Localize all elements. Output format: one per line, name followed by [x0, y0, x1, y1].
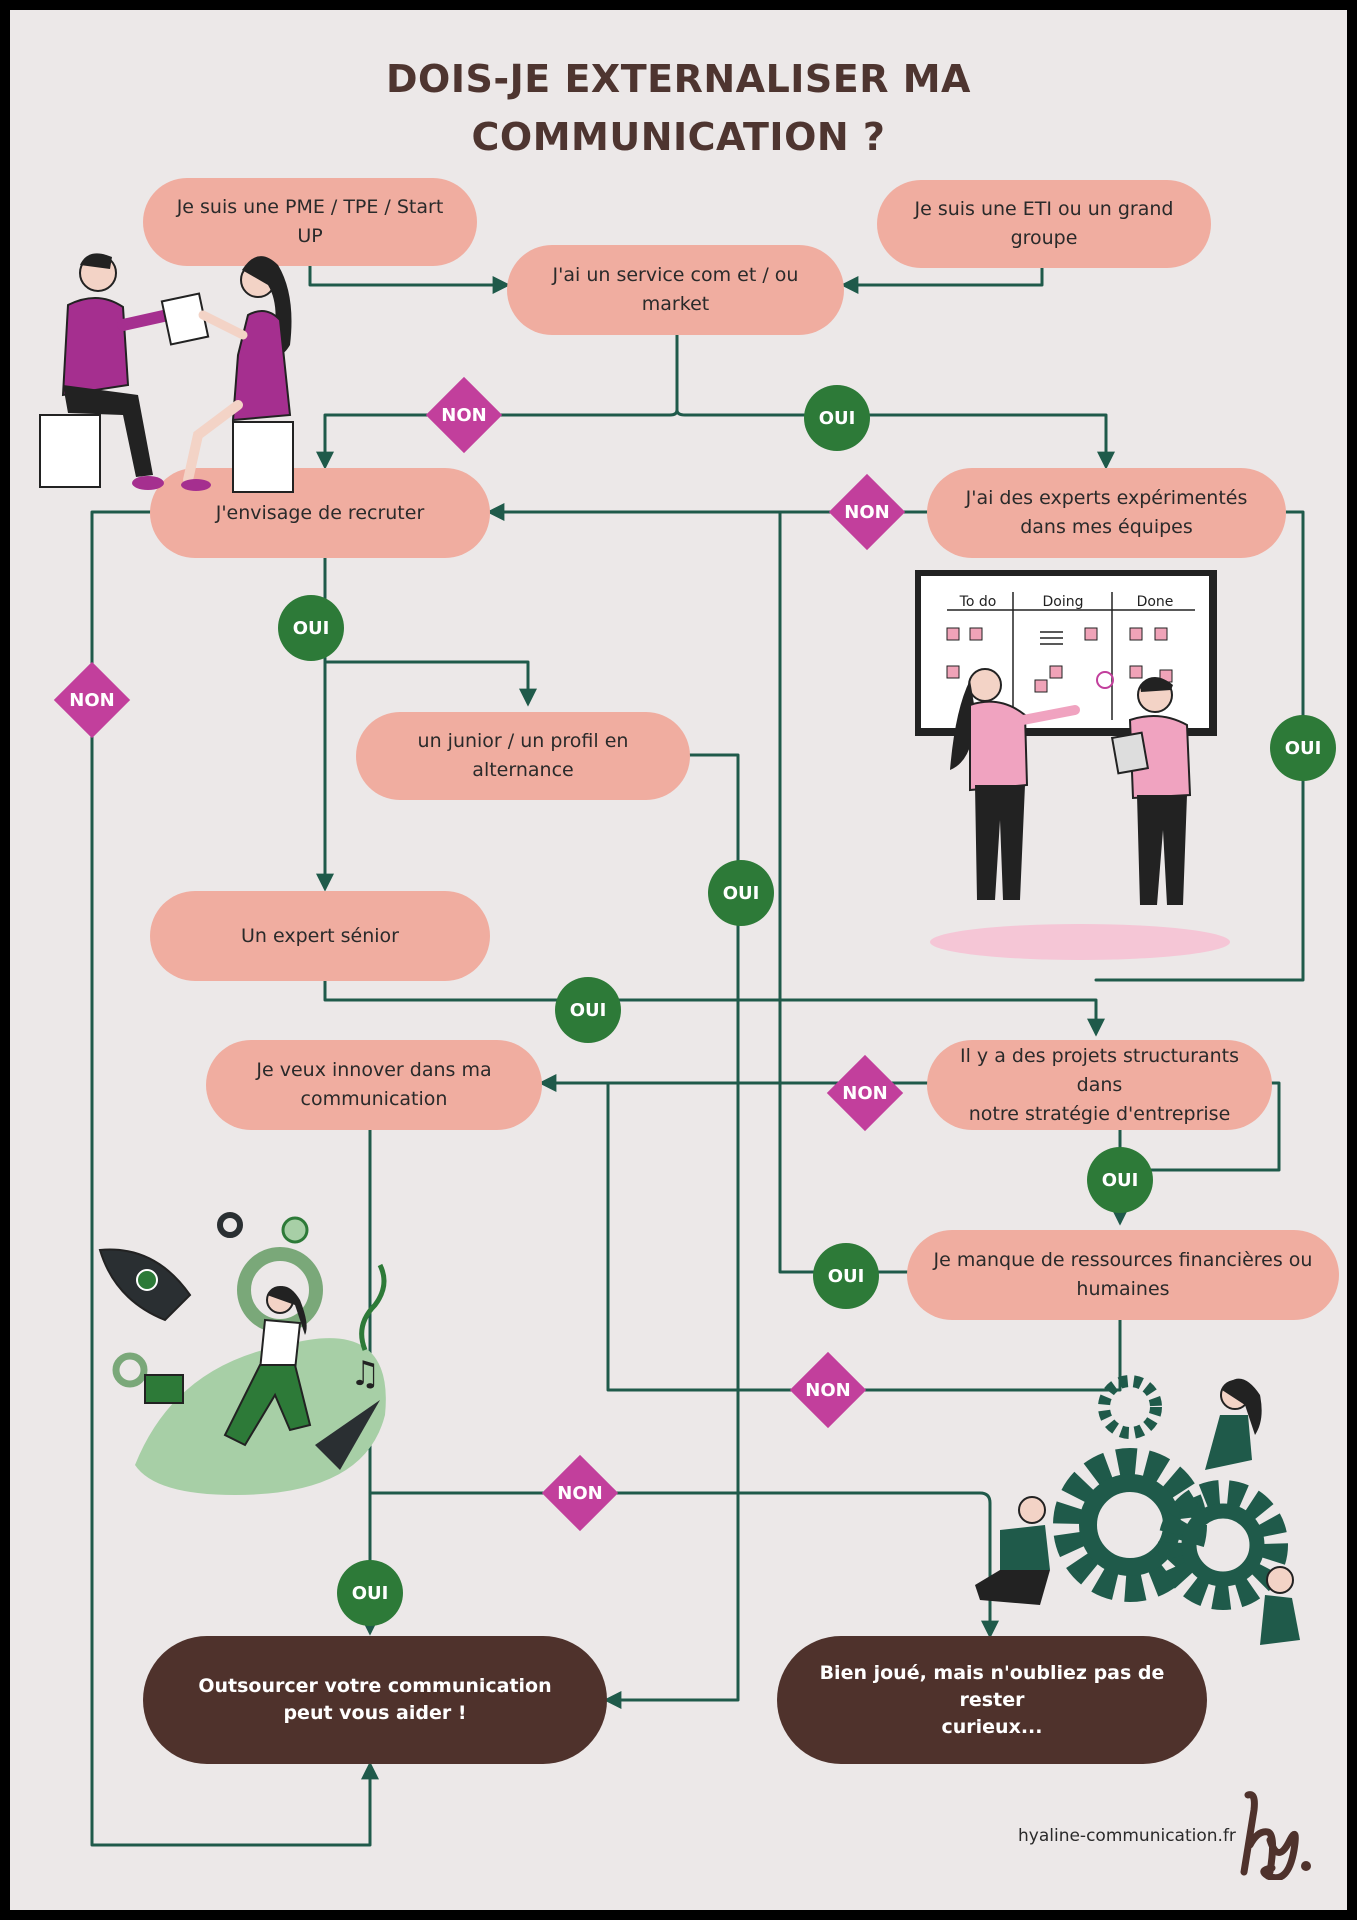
node-bravo-label: Bien joué, mais n'oubliez pas de rester c… — [799, 1660, 1185, 1741]
badge-non-5-label: NON — [805, 1379, 851, 1401]
node-ressources-line2: humaines — [1076, 1278, 1170, 1300]
node-eti-label: Je suis une ETI ou un grand groupe — [914, 198, 1174, 249]
edge-recruter-oui-junior — [323, 551, 537, 707]
badge-non-4: NON — [835, 1063, 895, 1123]
badge-oui-8-label: OUI — [351, 1582, 389, 1604]
badge-oui-4-label: OUI — [722, 882, 760, 904]
meeting-illustration — [39, 253, 294, 493]
badge-oui-7: OUI — [813, 1243, 879, 1309]
node-innover-line2: communication — [300, 1088, 448, 1110]
edge-service-oui-experts — [675, 408, 1115, 470]
node-outsource-line2: peut vous aider ! — [283, 1702, 467, 1724]
badge-non-2-label: NON — [844, 501, 890, 523]
edge-pme-service — [308, 263, 511, 294]
node-senior-label: Un expert sénior — [241, 924, 399, 947]
brand-logo — [1240, 1791, 1311, 1880]
badge-non-3-label: NON — [69, 689, 115, 711]
edge-recruter-non-outsource — [90, 510, 379, 1847]
node-service: J'ai un service com et / ou market — [507, 245, 844, 335]
node-bravo-line1: Bien joué, mais n'oubliez pas de rester — [819, 1661, 1165, 1711]
node-pme: Je suis une PME / TPE / Start UP — [143, 178, 477, 266]
badge-oui-3: OUI — [1270, 715, 1336, 781]
node-experts: J'ai des experts expérimentés dans mes éq… — [927, 468, 1286, 558]
badge-oui-1-label: OUI — [818, 407, 856, 429]
node-innover-line1: Je veux innover dans ma — [256, 1059, 492, 1081]
gears-illustration — [975, 1375, 1300, 1645]
edge-senior-oui-projets — [323, 975, 1105, 1037]
infographic-canvas: DOIS-JE EXTERNALISER MA COMMUNICATION ? … — [10, 10, 1347, 1910]
badge-oui-1: OUI — [804, 385, 870, 451]
node-ressources: Je manque de ressources financières ou hu… — [907, 1230, 1339, 1320]
music-note-icon: ♫ — [350, 1354, 380, 1394]
innovation-illustration: ♫ — [98, 1212, 387, 1495]
badge-non-1: NON — [434, 385, 494, 445]
badge-oui-6: OUI — [1087, 1147, 1153, 1213]
node-bravo: Bien joué, mais n'oubliez pas de rester c… — [777, 1636, 1207, 1764]
badge-non-5: NON — [798, 1360, 858, 1420]
badge-oui-3-label: OUI — [1284, 737, 1322, 759]
node-ressources-line1: Je manque de ressources financières ou — [933, 1249, 1313, 1271]
page-title: DOIS-JE EXTERNALISER MA COMMUNICATION ? — [10, 50, 1347, 166]
badge-non-4-label: NON — [842, 1082, 888, 1104]
badge-oui-5-label: OUI — [569, 999, 607, 1021]
node-pme-label: Je suis une PME / TPE / Start UP — [176, 196, 444, 247]
kanban-illustration: To do Doing Done — [915, 570, 1230, 960]
edge-service-non-recruter — [316, 333, 679, 470]
node-junior: un junior / un profil en alternance — [356, 712, 690, 800]
badge-non-3: NON — [62, 670, 122, 730]
badge-oui-6-label: OUI — [1101, 1169, 1139, 1191]
badge-non-2: NON — [837, 482, 897, 542]
node-ressources-label: Je manque de ressources financières ou hu… — [934, 1246, 1313, 1304]
node-experts-line2: dans mes équipes — [1020, 516, 1193, 538]
node-outsource-label: Outsourcer votre communication peut vous … — [198, 1673, 551, 1727]
node-senior: Un expert sénior — [150, 891, 490, 981]
badge-oui-5: OUI — [555, 977, 621, 1043]
node-recruter-label: J'envisage de recruter — [215, 501, 425, 524]
badge-oui-2: OUI — [278, 595, 344, 661]
node-outsource: Outsourcer votre communication peut vous … — [143, 1636, 607, 1764]
node-service-label: J'ai un service com et / ou market — [552, 264, 799, 315]
page-title-line1: DOIS-JE EXTERNALISER MA — [386, 57, 971, 101]
edge-junior-oui-outsource — [603, 753, 740, 1709]
badge-non-6: NON — [550, 1463, 610, 1523]
board-col-done: Done — [1137, 594, 1174, 610]
badge-oui-2-label: OUI — [292, 617, 330, 639]
node-projets-line2: notre stratégie d'entreprise — [968, 1102, 1231, 1125]
badge-non-6-label: NON — [557, 1482, 603, 1504]
node-junior-label: un junior / un profil en alternance — [417, 730, 629, 781]
board-col-doing: Doing — [1043, 594, 1084, 610]
node-experts-line1: J'ai des experts expérimentés — [965, 487, 1248, 509]
badge-oui-8: OUI — [337, 1560, 403, 1626]
edge-innover-non-bravo — [368, 1491, 999, 1639]
badge-non-1-label: NON — [441, 404, 487, 426]
node-eti: Je suis une ETI ou un grand groupe — [877, 180, 1211, 268]
node-bravo-line2: curieux... — [941, 1715, 1043, 1738]
edge-eti-service — [840, 266, 1044, 294]
badge-oui-4: OUI — [708, 860, 774, 926]
node-projets-line1: Il y a des projets structurants dans — [960, 1044, 1239, 1096]
footer-url[interactable]: hyaline-communication.fr — [1018, 1826, 1236, 1846]
page-title-line2: COMMUNICATION ? — [471, 115, 886, 159]
node-projets-label: Il y a des projets structurants dans notr… — [949, 1042, 1250, 1129]
board-col-todo: To do — [959, 594, 997, 610]
node-innover: Je veux innover dans ma communication — [206, 1040, 542, 1130]
badge-oui-7-label: OUI — [827, 1265, 865, 1287]
node-experts-label: J'ai des experts expérimentés dans mes éq… — [966, 484, 1248, 542]
node-innover-label: Je veux innover dans ma communication — [256, 1056, 491, 1114]
node-projets: Il y a des projets structurants dans notr… — [927, 1040, 1272, 1130]
edge-ressources-oui-recruter — [778, 510, 909, 1274]
node-outsource-line1: Outsourcer votre communication — [198, 1675, 552, 1697]
